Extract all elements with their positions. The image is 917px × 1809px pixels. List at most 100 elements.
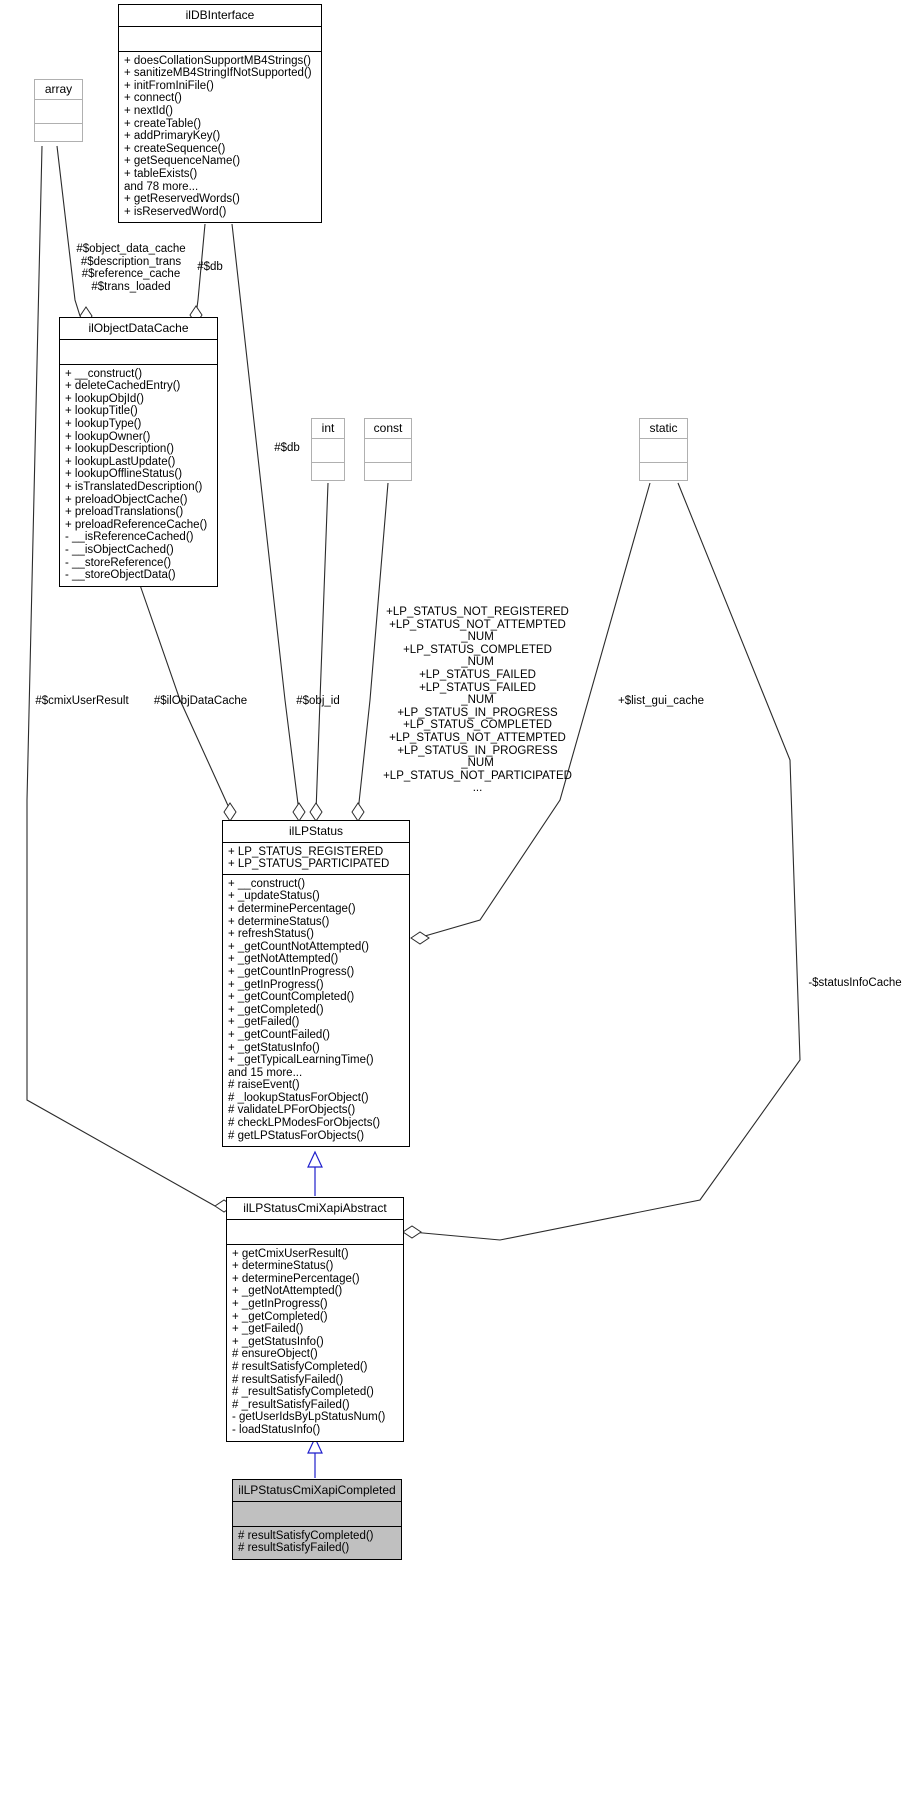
operation-row: + _getNotAttempted() [232,1285,343,1298]
operation-row: + determineStatus() [232,1260,334,1273]
operation-row: + preloadReferenceCache() [65,518,208,531]
operation-row: + _getCountInProgress() [228,965,355,978]
operation-row: - __isReferenceCached() [65,531,194,544]
class-box-array[interactable]: array [34,79,83,142]
operation-row: # _resultSatisfyCompleted() [232,1386,374,1399]
operation-row: # getLPStatusForObjects() [228,1129,365,1142]
operation-row: + _getNotAttempted() [228,953,339,966]
class-title: static [649,421,678,435]
operation-row: + isReservedWord() [124,205,227,218]
class-title: ilDBInterface [185,8,255,22]
operation-row: + lookupTitle() [65,405,138,418]
class-box-const[interactable]: const [364,418,412,481]
class-attributes [60,340,217,364]
operation-row: + addPrimaryKey() [124,130,221,143]
edge-label-db-cache-group: #$object_data_cache #$description_trans … [76,243,186,293]
operation-row: + _getFailed() [228,1016,300,1029]
class-operations: + doesCollationSupportMB4Strings() + san… [119,52,321,223]
operation-row: + createSequence() [124,142,226,155]
operation-row: - __storeReference() [65,556,172,569]
class-title: ilObjectDataCache [88,321,189,335]
operation-row: # checkLPModesForObjects() [228,1117,381,1130]
operation-row: + _getCompleted() [228,1003,324,1016]
operation-row: - loadStatusInfo() [232,1423,321,1436]
class-box-ilobjectdatacache[interactable]: ilObjectDataCache + __construct() + dele… [59,317,218,587]
class-attributes: + LP_STATUS_REGISTERED + LP_STATUS_PARTI… [223,843,409,874]
class-title: array [44,82,73,96]
operation-row: # ensureObject() [232,1348,318,1361]
operation-row: - getUserIdsByLpStatusNum() [232,1411,386,1424]
operation-row: + _updateStatus() [228,890,320,903]
edge-label-list-gui-cache: +$list_gui_cache [618,695,704,707]
class-operations: + __construct() + deleteCachedEntry() + … [60,365,217,586]
operation-row: # raiseEvent() [228,1079,300,1092]
operation-row: # _lookupStatusForObject() [228,1091,369,1104]
operation-row: + _getInProgress() [228,978,324,991]
operation-row: + _getStatusInfo() [232,1335,324,1348]
class-box-static[interactable]: static [639,418,688,481]
operation-row: + doesCollationSupportMB4Strings() [124,54,311,67]
operation-row: + _getStatusInfo() [228,1041,320,1054]
operation-row: + _getTypicalLearningTime() [228,1054,374,1067]
class-title: ilLPStatus [288,824,344,838]
edge-label-obj-id: #$obj_id [296,695,340,707]
edge-label-db-1: #$db [197,261,223,273]
class-operations: + __construct() + _updateStatus() + dete… [223,875,409,1146]
class-title: ilLPStatusCmiXapiCompleted [238,1483,396,1497]
operation-row: + lookupOfflineStatus() [65,468,183,481]
operation-row: + _getInProgress() [232,1297,328,1310]
class-title: ilLPStatusCmiXapiAbstract [243,1201,387,1215]
operation-row: + preloadTranslations() [65,506,184,519]
attribute-row: + LP_STATUS_PARTICIPATED [228,858,390,871]
class-operations [35,124,82,141]
operation-row: + _getCountFailed() [228,1028,330,1041]
class-box-ildbinterface[interactable]: ilDBInterface + doesCollationSupportMB4S… [118,4,322,224]
operation-row: + createTable() [124,117,202,130]
operation-row: + lookupDescription() [65,443,174,456]
attribute-row: + LP_STATUS_REGISTERED [228,845,384,858]
class-box-illpstatuscmixapicompleted[interactable]: ilLPStatusCmiXapiCompleted # resultSatis… [232,1479,402,1560]
operation-row: + lookupLastUpdate() [65,455,176,468]
class-operations: # resultSatisfyCompleted() # resultSatis… [233,1527,401,1559]
operation-row: + determineStatus() [228,915,330,928]
operation-row: + __construct() [228,877,306,890]
operation-row: # validateLPForObjects() [228,1104,356,1117]
operation-row: + determinePercentage() [228,902,356,915]
operation-row: + lookupObjId() [65,392,144,405]
operation-row: + getReservedWords() [124,193,240,206]
operation-row: + refreshStatus() [228,928,314,941]
class-operations [312,463,344,480]
class-box-int[interactable]: int [311,418,345,481]
operation-row: + deleteCachedEntry() [65,380,181,393]
class-operations [365,463,411,480]
class-title: const [373,421,403,435]
operation-row: + sanitizeMB4StringIfNotSupported() [124,67,312,80]
operation-row: + _getCompleted() [232,1310,328,1323]
edge-label-cmix-user-result: #$cmixUserResult [35,695,129,707]
operation-row: + initFromIniFile() [124,79,214,92]
class-operations [640,463,687,480]
operation-row: + getSequenceName() [124,155,241,168]
class-attributes [227,1220,403,1244]
class-attributes [365,439,411,462]
edge-label-db-2: #$db [274,442,300,454]
operation-row: + _getCountCompleted() [228,991,355,1004]
operation-more-row: and 78 more... [124,180,199,193]
operation-row: # resultSatisfyFailed() [238,1542,350,1555]
operation-row: + lookupType() [65,417,142,430]
operation-more-row: and 15 more... [228,1066,303,1079]
operation-row: + determinePercentage() [232,1272,360,1285]
class-attributes [312,439,344,462]
operation-row: - __storeObjectData() [65,569,176,582]
operation-row: + _getCountNotAttempted() [228,940,369,953]
class-box-illpstatus[interactable]: ilLPStatus + LP_STATUS_REGISTERED + LP_S… [222,820,410,1148]
class-attributes [233,1502,401,1526]
operation-row: + isTranslatedDescription() [65,480,203,493]
operation-row: + __construct() [65,367,143,380]
operation-row: + lookupOwner() [65,430,151,443]
operation-row: + _getFailed() [232,1323,304,1336]
class-box-illpstatuscmixapiabstract[interactable]: ilLPStatusCmiXapiAbstract + getCmixUserR… [226,1197,404,1442]
operation-row: # resultSatisfyCompleted() [238,1529,374,1542]
operation-row: # resultSatisfyCompleted() [232,1360,368,1373]
